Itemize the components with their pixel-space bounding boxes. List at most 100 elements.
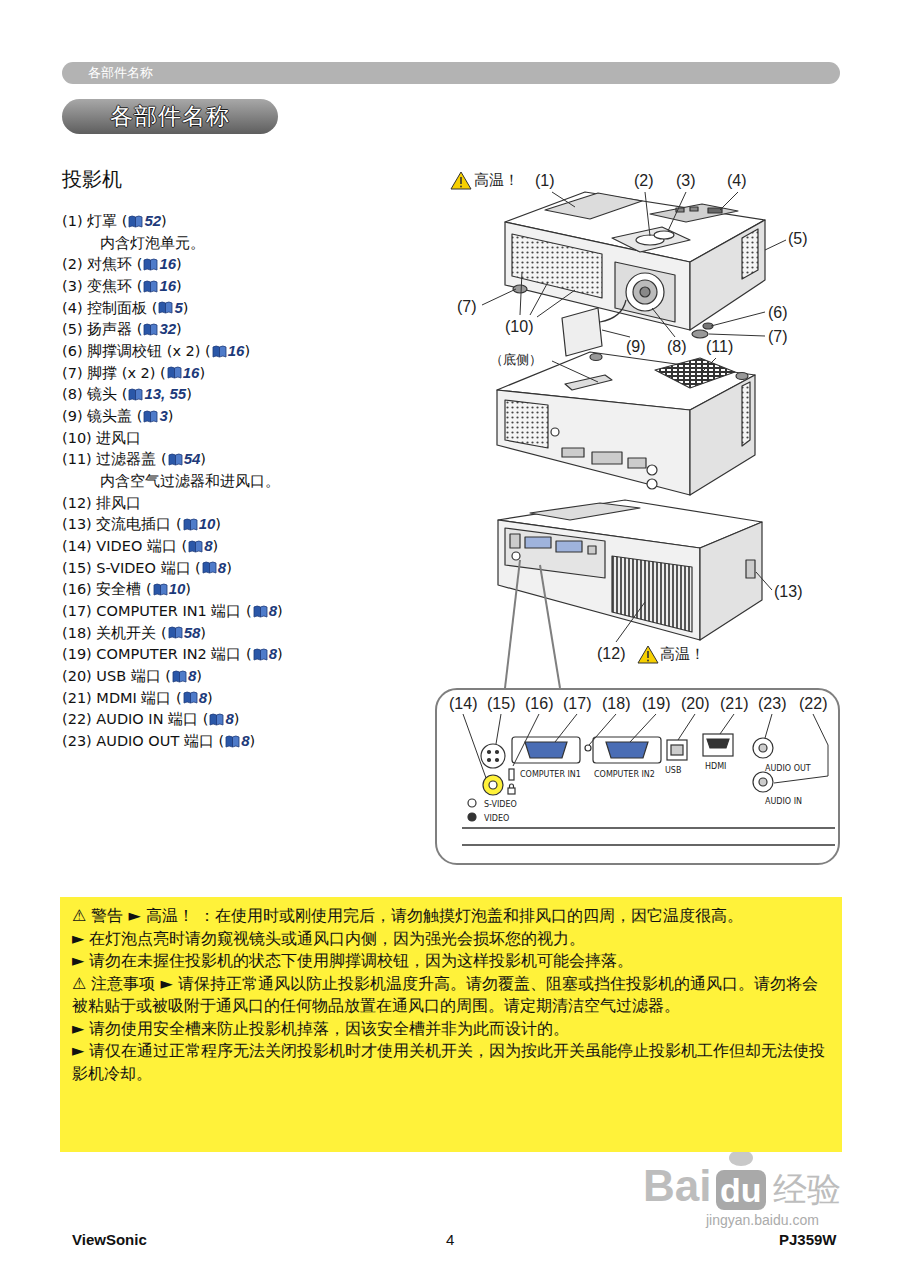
page-ref-paren: ) xyxy=(168,406,174,426)
pin xyxy=(488,759,491,762)
warning-triangle xyxy=(451,172,471,189)
leader-line xyxy=(530,282,548,315)
usb-port xyxy=(667,740,687,760)
ac-inlet xyxy=(746,560,755,578)
book-icon xyxy=(209,713,224,726)
part-name: (15) S-VIDEO 端口 ( xyxy=(62,558,201,578)
port-label: COMPUTER IN2 xyxy=(594,770,655,780)
filter-cover xyxy=(655,358,735,388)
part-name: (6) 脚撑调校钮 (x 2) ( xyxy=(62,341,211,361)
vga-port-frame xyxy=(512,737,580,763)
page-ref-paren: ) xyxy=(277,644,283,664)
page-ref-paren: ) xyxy=(176,276,182,296)
page-number: 4 xyxy=(446,1231,454,1249)
port-label: (19) xyxy=(642,695,670,713)
leader-line xyxy=(645,192,650,236)
page-ref: 8 xyxy=(199,688,207,708)
part-note: 内含空气过滤器和进风口。 xyxy=(100,471,280,491)
page-ref-paren: ) xyxy=(161,211,167,231)
book-page xyxy=(159,302,166,313)
parts-list-row: (6) 脚撑调校钮 (x 2) (16) xyxy=(62,341,250,361)
page-ref: 16 xyxy=(159,276,176,296)
hdmi-port-inner xyxy=(707,739,729,748)
parts-list-row: (3) 变焦环 (16) xyxy=(62,276,182,296)
part-name: (10) 进风口 xyxy=(62,428,141,448)
book-page xyxy=(144,281,151,292)
port-label: VIDEO xyxy=(484,814,509,824)
book-icon xyxy=(212,345,227,358)
view-label: （底侧） xyxy=(490,352,542,368)
book-page xyxy=(169,454,176,465)
warning-mark xyxy=(460,186,462,188)
lock-icon xyxy=(510,784,514,788)
leader-line xyxy=(552,361,598,382)
part-name: (16) 安全槽 ( xyxy=(62,579,152,599)
button xyxy=(690,207,698,211)
vga-port xyxy=(525,742,567,758)
book-icon xyxy=(143,280,158,293)
page-ref-paren: ) xyxy=(200,623,206,643)
header-text: 各部件名称 xyxy=(88,62,840,84)
part-name: (20) USB 端口 ( xyxy=(62,666,171,686)
part-name: (1) 灯罩 ( xyxy=(62,211,127,231)
callout-number: (3) xyxy=(676,172,696,190)
leader-line xyxy=(702,358,716,372)
inset-ports xyxy=(462,734,835,845)
page-ref: 10 xyxy=(199,514,216,534)
warning-text: ► 在灯泡点亮时请勿窥视镜头或通风口内侧，因为强光会损坏您的视力。 xyxy=(72,928,830,951)
watermark: 经验 xyxy=(773,1168,841,1210)
zoom-ring xyxy=(654,231,674,239)
warning-text: ► 请勿使用安全槽来防止投影机掉落，因该安全槽并非为此而设计的。 xyxy=(72,1018,830,1041)
port xyxy=(562,448,584,457)
page-ref: 8 xyxy=(269,644,277,664)
callout-number: (4) xyxy=(727,172,747,190)
parts-list-row: (13) 交流电插口 (10) xyxy=(62,514,221,534)
book-icon xyxy=(167,366,182,379)
part-name: (11) 过滤器盖 ( xyxy=(62,449,167,469)
page-ref: 16 xyxy=(183,363,200,383)
book-page xyxy=(233,736,240,747)
page-ref-paren: ) xyxy=(185,579,191,599)
parts-list-row: (11) 过滤器盖 (54) xyxy=(62,449,206,469)
book-icon xyxy=(188,540,203,553)
page-ref-paren: ) xyxy=(199,363,205,383)
book-page xyxy=(151,259,158,270)
page-ref-paren: ) xyxy=(213,536,219,556)
callout-number: (1) xyxy=(535,172,555,190)
page-ref: 54 xyxy=(184,449,201,469)
page-ref-paren: ) xyxy=(176,319,182,339)
book-page xyxy=(144,324,151,335)
page-ref: 13, 55 xyxy=(144,384,186,404)
warning-text: ⚠ 警告 ► 高温！ ：在使用时或刚使用完后，请勿触摸灯泡盖和排风口的四周，因它… xyxy=(72,905,830,928)
security-slot xyxy=(509,769,514,780)
book-icon xyxy=(143,410,158,423)
book-page xyxy=(203,562,210,573)
page-ref-paren: ) xyxy=(249,731,255,751)
book-page xyxy=(151,324,158,335)
callout-number: (11) xyxy=(706,338,733,356)
port xyxy=(628,458,646,468)
page-ref: 3 xyxy=(159,406,167,426)
vent xyxy=(505,400,548,448)
port xyxy=(592,452,622,464)
port-label: (23) xyxy=(758,695,786,713)
page-ref: 8 xyxy=(225,709,233,729)
leader-line xyxy=(496,714,501,744)
part-name: (12) 排风口 xyxy=(62,493,141,513)
book-page xyxy=(129,389,136,400)
book-page xyxy=(129,216,136,227)
brand-name: ViewSonic xyxy=(72,1231,147,1249)
page-title: 各部件名称 xyxy=(110,101,230,132)
page-ref: 8 xyxy=(188,666,196,686)
side-face xyxy=(690,375,755,495)
book-page xyxy=(136,389,143,400)
book-page xyxy=(184,519,191,530)
book-page xyxy=(184,692,191,703)
part-name: (5) 扬声器 ( xyxy=(62,319,142,339)
book-page xyxy=(190,519,197,530)
port xyxy=(510,534,520,548)
part-name: (4) 控制面板 ( xyxy=(62,298,157,318)
port-label: (22) xyxy=(799,695,827,713)
book-page xyxy=(144,411,151,422)
book-page xyxy=(254,606,261,617)
